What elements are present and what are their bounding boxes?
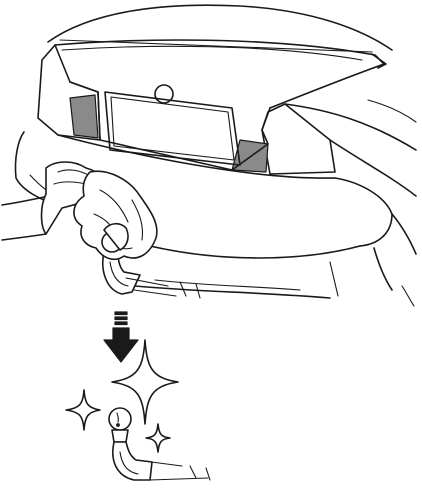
emblem <box>155 85 173 103</box>
arm-lower <box>2 234 46 240</box>
underbody-line <box>135 286 330 298</box>
rear-window <box>48 5 392 50</box>
down-arrow-icon <box>104 312 138 362</box>
car-rear <box>15 5 416 306</box>
clean-hitch-ball <box>109 408 131 430</box>
sparkle-icon <box>66 390 100 430</box>
right-tail-light <box>262 104 335 174</box>
hand-with-cloth <box>2 162 157 259</box>
left-reflector <box>70 95 98 138</box>
clean-hitch-neck <box>112 430 128 442</box>
bumper-lower <box>150 246 360 258</box>
license-plate-recess <box>105 92 240 165</box>
sparkle-icon <box>146 424 170 452</box>
